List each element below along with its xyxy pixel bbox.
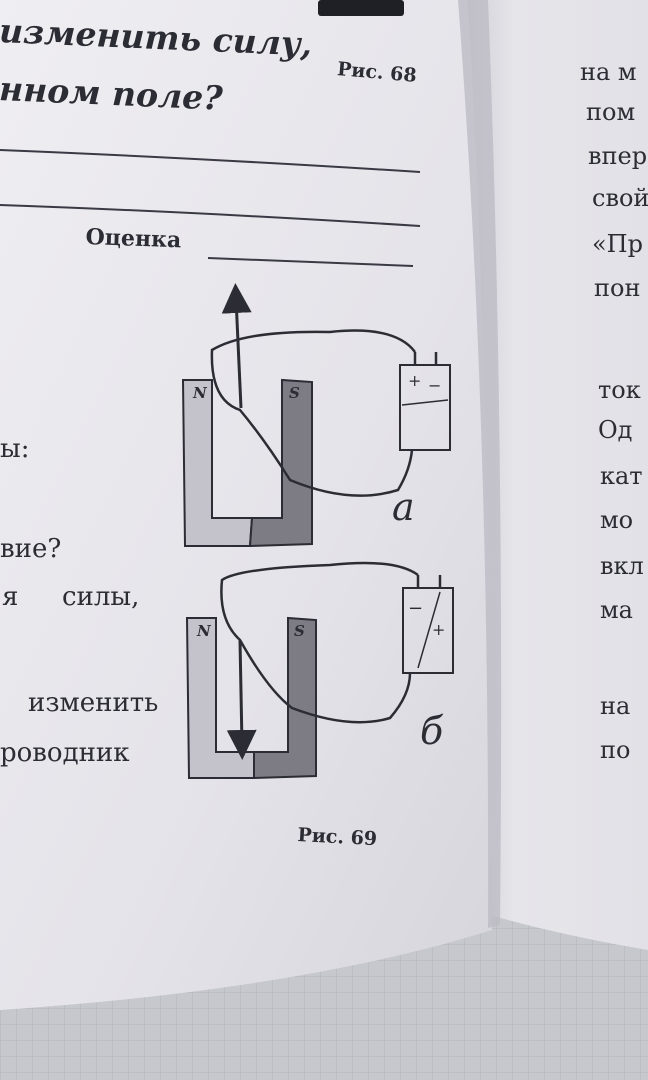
battery-b-divider [417, 591, 441, 669]
right-fragment-7: ток [598, 376, 641, 404]
diagram-a-letter: а [392, 485, 415, 529]
right-fragment-12: ма [600, 596, 633, 624]
battery-a-bottom-sign: − [428, 376, 442, 395]
question-title-line-2: нном поле? [0, 69, 224, 118]
right-fragment-8: Од [598, 416, 633, 444]
right-fragment-4: свой [592, 184, 648, 212]
battery-a [399, 364, 451, 451]
right-fragment-3: впер [588, 142, 648, 170]
diagram-b [185, 561, 454, 780]
grade-label: Оценка [85, 224, 182, 254]
right-fragment-5: «Пр [592, 230, 643, 258]
figure-69-caption: Рис. 69 [296, 824, 378, 851]
magnet-a-south-pole [248, 378, 313, 548]
battery-a-top-sign: + [408, 371, 422, 390]
wire-loop-b [220, 561, 419, 724]
margin-fragment-3: я [2, 582, 19, 612]
battery-b-bottom-sign: + [432, 620, 446, 639]
right-fragment-13: на [600, 692, 631, 720]
right-page [470, 0, 648, 950]
right-fragment-2: пом [586, 98, 636, 126]
diagram-a [181, 283, 451, 548]
book-gutter-shadow [458, 0, 502, 928]
magnet-b-south-label: S [294, 622, 305, 640]
battery-a-divider [401, 399, 449, 406]
margin-fragment-4: силы, [62, 582, 140, 612]
margin-fragment-2: вие? [0, 534, 62, 564]
margin-fragment-5: изменить [28, 688, 159, 718]
right-fragment-6: пон [594, 274, 641, 302]
magnet-b-north-label: N [197, 622, 211, 640]
margin-fragment-6: роводник [0, 738, 130, 768]
magnet-a-north-label: N [193, 384, 207, 402]
diagram-b-letter: б [420, 709, 444, 753]
magnet-b-south-pole [253, 616, 317, 780]
magnet-a-south-label: S [289, 384, 300, 402]
right-fragment-14: по [600, 736, 631, 764]
battery-b-top-sign: − [408, 598, 424, 619]
battery-b [402, 587, 454, 674]
answer-lines [0, 149, 421, 267]
top-dark-tab [318, 0, 404, 16]
right-fragment-1: на м [580, 58, 637, 86]
right-fragment-11: вкл [600, 552, 644, 580]
left-page [0, 0, 492, 1010]
right-fragment-9: кат [600, 462, 643, 490]
force-arrow-b-down [226, 639, 257, 760]
right-fragment-10: мо [600, 506, 634, 534]
margin-fragment-1: ы: [0, 434, 30, 464]
force-arrow-a-up [221, 283, 252, 409]
wire-loop-a [210, 329, 417, 497]
